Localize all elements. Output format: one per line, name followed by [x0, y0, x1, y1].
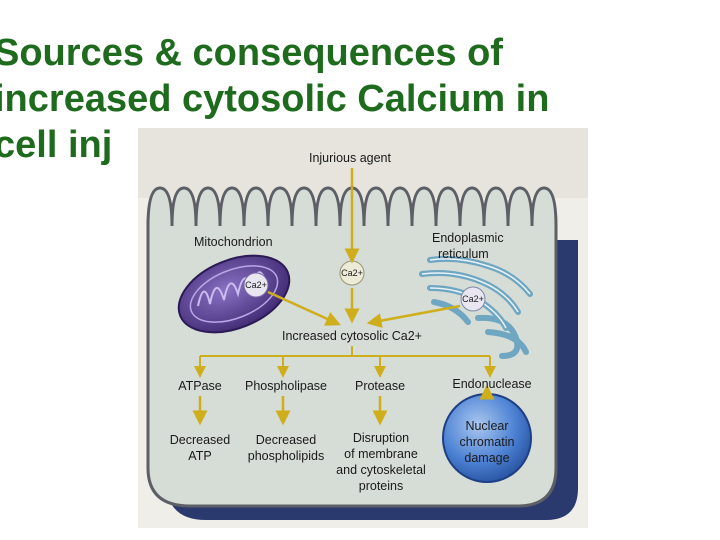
phospholipase-label: Phospholipase	[245, 379, 327, 393]
branch-lines	[200, 346, 490, 357]
increased-calcium-label: Increased cytosolic Ca2+	[282, 329, 422, 343]
injurious-agent-label: Injurious agent	[309, 151, 392, 165]
arrows	[192, 168, 495, 426]
center-calcium-label: Ca2+	[341, 268, 363, 278]
diagram-canvas: Injurious agent Mitochondrion Endoplasmi…	[138, 128, 588, 528]
er-label-line-2: reticulum	[438, 247, 489, 261]
calcium-diagram: Injurious agent Mitochondrion Endoplasmi…	[138, 128, 588, 528]
slide-title: Sources & consequences of increased cyto…	[0, 30, 720, 168]
endonuclease-label: Endonuclease	[452, 377, 531, 391]
decreased-atp-line-1: Decreased	[170, 433, 230, 447]
mito-calcium-bubble	[243, 272, 269, 298]
er-calcium-bubble	[460, 286, 486, 312]
er-calcium-label: Ca2+	[462, 294, 484, 304]
decreased-atp-line-2: ATP	[188, 449, 211, 463]
title-line-1: Sources & consequences of	[0, 32, 503, 74]
figure-header-band	[138, 128, 588, 198]
membrane-disruption-line-2: of membrane	[344, 447, 418, 461]
mitochondrion-label: Mitochondrion	[194, 235, 273, 249]
atpase-label: ATPase	[178, 379, 222, 393]
title-line-2: increased cytosolic Calcium in	[0, 78, 550, 120]
protease-label: Protease	[355, 379, 405, 393]
nuclear-damage-line-2: chromatin	[460, 435, 515, 449]
title-line-3: cell inj	[0, 124, 113, 166]
decreased-phospholipids-line-2: phospholipids	[248, 449, 324, 463]
branch-arrows	[194, 356, 496, 378]
decreased-phospholipids-line-1: Decreased	[256, 433, 316, 447]
membrane-disruption-line-3: and cytoskeletal	[336, 463, 426, 477]
membrane-disruption-line-4: proteins	[359, 479, 403, 493]
nuclear-damage-line-1: Nuclear	[465, 419, 508, 433]
nuclear-damage-line-3: damage	[464, 451, 509, 465]
er-label-line-1: Endoplasmic	[432, 231, 504, 245]
membrane-disruption-line-1: Disruption	[353, 431, 409, 445]
mito-calcium-label: Ca2+	[245, 280, 267, 290]
